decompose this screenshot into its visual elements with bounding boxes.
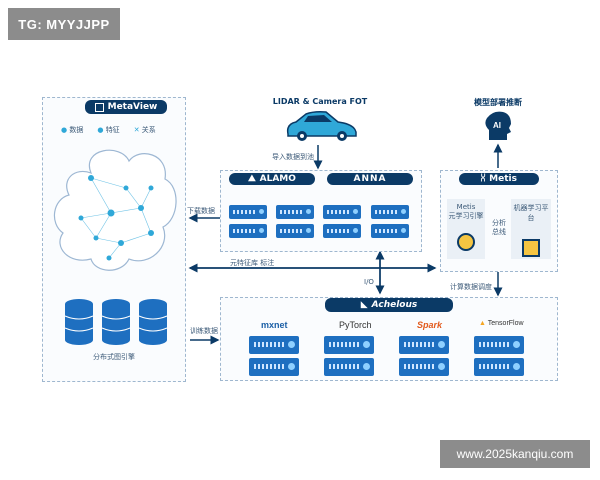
anna-badge: ANNA [327,173,413,185]
legend-item-feature: ● 特征 [97,126,120,134]
achelous-logo-icon: ◣ [360,300,368,310]
ml-platform-card: 机器学习平台 [511,199,551,259]
server-unit [371,224,409,238]
download-label: 下载数据 [187,207,215,215]
metis-title: Metis [489,174,517,184]
lidar-title: LIDAR & Camera FOT [272,97,368,106]
server-unit [249,336,299,354]
watermark-bottom-right: www.2025kanqiu.com [440,440,590,468]
io-label: I/O [364,278,374,286]
svg-text:AI: AI [493,121,501,130]
server-unit [323,224,361,238]
server-unit [249,358,299,376]
achelous-title: Achelous [371,300,418,310]
knowledge-graph-cloud [53,149,177,271]
spark-logo: Spark [417,320,443,330]
metis-title-badge: ⩆Metis [459,173,539,185]
tensorflow-logo: ▲ TensorFlow [479,320,524,327]
server-unit [324,336,374,354]
compute-schedule-label: 计算数据调度 [450,283,492,291]
import-label: 导入数据到池 [272,153,314,161]
pytorch-logo: PyTorch [339,320,372,330]
server-unit [276,224,314,238]
ai-head-icon: AI [485,111,511,140]
meta-annotation-label: 元特征库 标注 [230,259,275,267]
metaview-panel: MetaView ● 数据 ● 特征 ✕ 关系 [42,97,186,382]
network-icon [522,239,540,257]
server-unit [474,336,524,354]
metis-panel: ⩆Metis Metis 元学习引擎 分析总线 机器学习平台 [440,170,558,272]
legend-item-relation: ✕ 关系 [133,126,156,134]
analysis-bus-label: 分析总线 [492,219,506,236]
meta-learning-engine-card: Metis 元学习引擎 [447,199,485,259]
db-engine-label: 分布式图引擎 [93,353,135,361]
ingest-panel: ⛰ALAMO ANNA [220,170,422,252]
server-unit [229,205,267,219]
metaview-legend: ● 数据 ● 特征 ✕ 关系 [61,125,156,135]
alamo-label: ALAMO [259,174,296,184]
metaview-title-badge: MetaView [85,100,167,114]
server-unit [229,224,267,238]
metaview-logo-icon [94,102,104,112]
alamo-badge: ⛰ALAMO [229,173,315,185]
achelous-title-badge: ◣Achelous [325,298,453,312]
server-unit [474,358,524,376]
metis-logo-icon: ⩆ [481,174,486,184]
legend-item-data: ● 数据 [61,126,84,134]
server-unit [399,336,449,354]
metaview-title: MetaView [107,102,158,112]
gauge-icon [457,233,475,251]
achelous-panel: ◣Achelous mxnet PyTorch Spark ▲ TensorFl… [220,297,558,381]
anna-label: ANNA [353,174,387,184]
server-unit [323,205,361,219]
server-unit [276,205,314,219]
server-unit [324,358,374,376]
server-unit [371,205,409,219]
deploy-title: 模型部署推断 [474,98,522,107]
car-icon [286,111,357,141]
mxnet-logo: mxnet [261,320,288,330]
watermark-top-left: TG: MYYJJPP [8,8,120,40]
server-unit [399,358,449,376]
database-stack-icons [64,299,168,345]
train-data-label: 训练数据 [190,327,218,335]
alamo-logo-icon: ⛰ [248,174,256,184]
